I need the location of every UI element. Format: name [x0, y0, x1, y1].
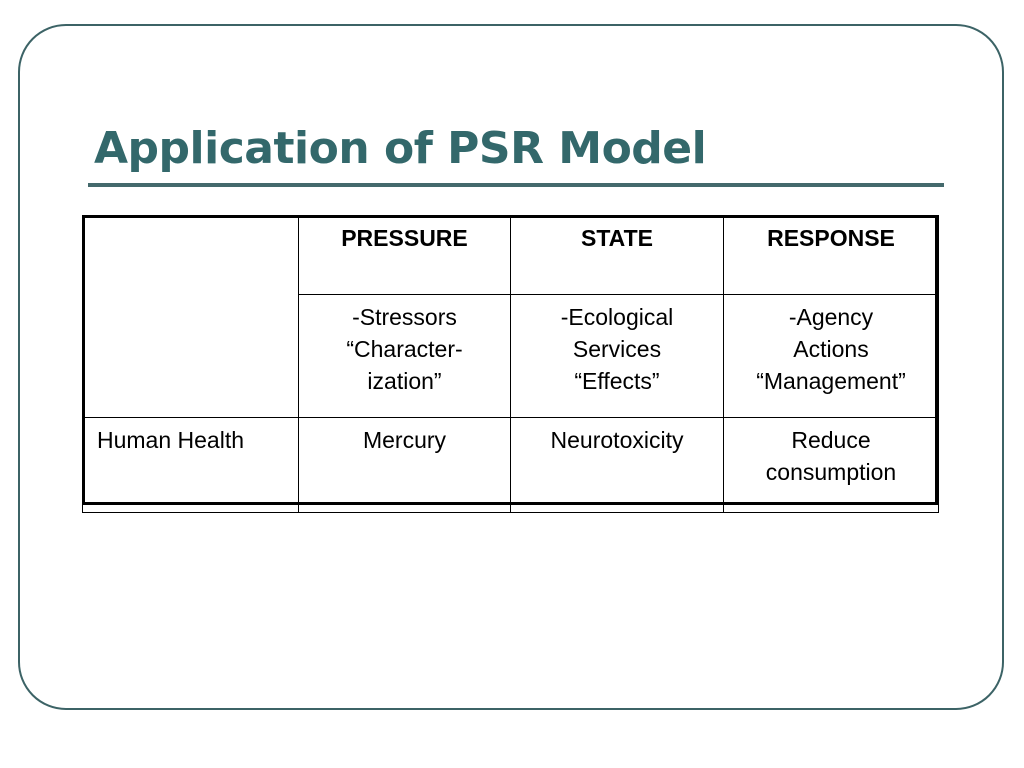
definition-line-2: Actions [793, 336, 869, 362]
response-value-line-1: Reduce [791, 427, 871, 453]
table-header-response: RESPONSE [723, 215, 939, 295]
table-row-header: PRESSURE STATE RESPONSE [82, 215, 939, 418]
title-underline-rule [88, 183, 944, 187]
table-cell-state-definition: -Ecological Services “Effects” [510, 294, 724, 418]
table-cell-response-value: Reduce consumption [723, 417, 939, 513]
table-header-pressure: PRESSURE [298, 215, 511, 295]
definition-line-3: ization” [367, 368, 442, 394]
table-cell-pressure-definition: -Stressors “Character- ization” [298, 294, 511, 418]
table-cell-response-definition: -Agency Actions “Management” [723, 294, 939, 418]
psr-model-table: PRESSURE STATE RESPONSE -Stressors “Char… [82, 215, 939, 513]
definition-line-1: -Agency [788, 304, 874, 330]
table-header-state: STATE [510, 215, 724, 295]
table-cell-pressure-value: Mercury [298, 417, 511, 513]
table-cell-state-value: Neurotoxicity [510, 417, 724, 513]
table-cell-row-label: Human Health [82, 417, 299, 513]
definition-line-2: Services [572, 336, 662, 362]
table-row-human-health: Human Health Mercury Neurotoxicity Reduc… [82, 417, 939, 513]
definition-line-3: “Effects” [574, 368, 660, 394]
response-value-line-2: consumption [765, 459, 897, 485]
definition-line-1: -Ecological [560, 304, 674, 330]
definition-line-3: “Management” [756, 368, 906, 394]
table-row-definitions: -Stressors “Character- ization” -Ecologi… [83, 294, 939, 418]
page-title: Application of PSR Model [94, 123, 707, 174]
definition-line-1: -Stressors [352, 304, 457, 330]
table-cell-corner-blank [82, 215, 299, 418]
definition-line-2: “Character- [346, 336, 463, 362]
